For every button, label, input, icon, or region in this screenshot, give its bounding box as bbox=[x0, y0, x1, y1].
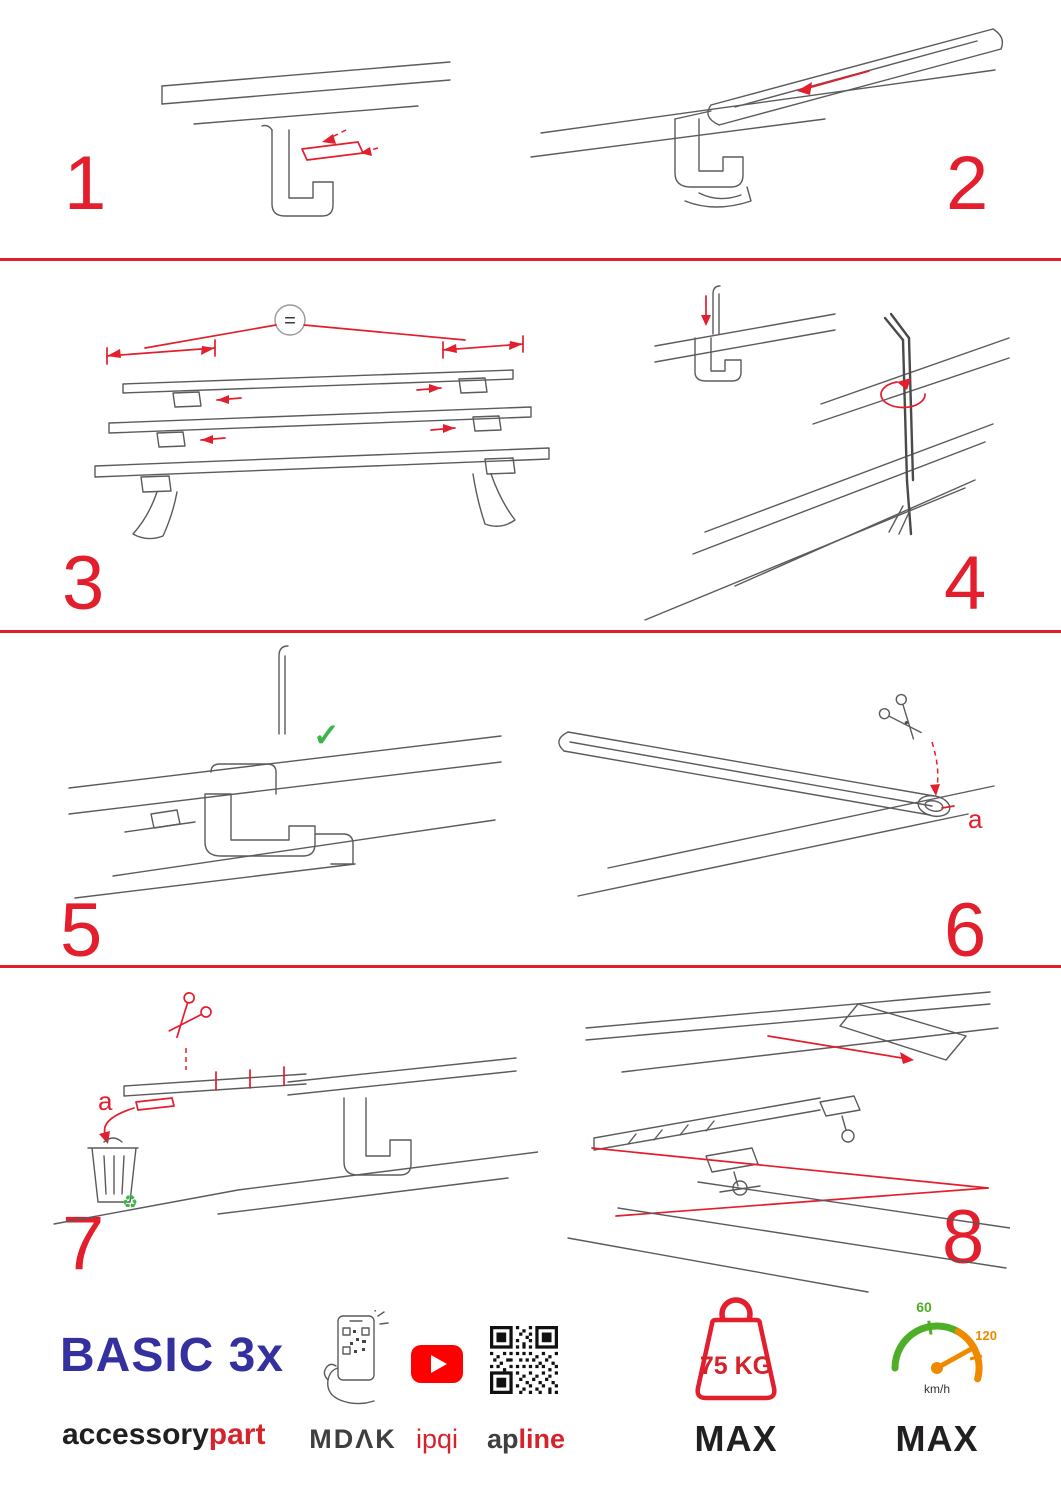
speed-tick-60: 60 bbox=[916, 1299, 932, 1315]
step-1-number: 1 bbox=[64, 141, 107, 226]
step-8-number: 8 bbox=[942, 1195, 985, 1280]
equal-spacing-label: = bbox=[284, 310, 296, 332]
max-weight-label: MAX bbox=[694, 1418, 778, 1459]
step-2-illustration bbox=[530, 28, 1004, 208]
recycle-icon: ♻ bbox=[122, 1192, 138, 1212]
product-name: BASIC 3x bbox=[60, 1329, 285, 1382]
brand-wordmark: accessorypart bbox=[62, 1418, 265, 1452]
step-2-number: 2 bbox=[946, 141, 989, 226]
step-3-illustration: = bbox=[94, 304, 550, 540]
step-4-illustration bbox=[644, 285, 1010, 621]
max-speed-icon: 60 120 km/h bbox=[891, 1299, 997, 1396]
cut-length-label: a bbox=[98, 1086, 113, 1116]
step-7-illustration: a ♻ bbox=[53, 992, 538, 1225]
max-speed-label: MAX bbox=[895, 1418, 979, 1459]
youtube-icon bbox=[411, 1345, 463, 1383]
section-divider bbox=[0, 965, 1061, 968]
section-divider bbox=[0, 630, 1061, 633]
step-4-number: 4 bbox=[944, 541, 987, 626]
partner-apline: apline bbox=[482, 1424, 570, 1455]
apline-line: line bbox=[518, 1424, 566, 1454]
brand-accessory: accessory bbox=[62, 1418, 209, 1451]
apline-ap: ap bbox=[486, 1424, 519, 1454]
section-divider bbox=[0, 258, 1061, 261]
max-weight-value: 75 KG bbox=[700, 1352, 772, 1380]
partner-mdak: MDΛK bbox=[309, 1424, 397, 1454]
partner-ipqi: ipqi bbox=[415, 1424, 459, 1454]
speed-tick-120: 120 bbox=[975, 1328, 997, 1343]
qr-code bbox=[490, 1326, 558, 1394]
step-6-number: 6 bbox=[944, 888, 987, 973]
step-6-illustration: a bbox=[558, 693, 995, 897]
step-5-number: 5 bbox=[60, 888, 103, 973]
cut-length-label: a bbox=[968, 804, 983, 834]
scissors-icon bbox=[168, 992, 212, 1039]
check-mark-icon: ✓ bbox=[313, 717, 340, 753]
scissors-icon bbox=[878, 693, 922, 740]
brand-part: part bbox=[208, 1418, 266, 1451]
step-3-number: 3 bbox=[62, 541, 105, 626]
step-5-illustration: ✓ bbox=[68, 645, 502, 899]
speed-unit-label: km/h bbox=[924, 1382, 950, 1396]
max-weight-icon: 75 KG bbox=[695, 1297, 777, 1401]
scan-qr-phone-icon bbox=[323, 1310, 389, 1405]
step-8-illustration bbox=[567, 991, 1010, 1293]
step-1-illustration bbox=[161, 61, 451, 217]
